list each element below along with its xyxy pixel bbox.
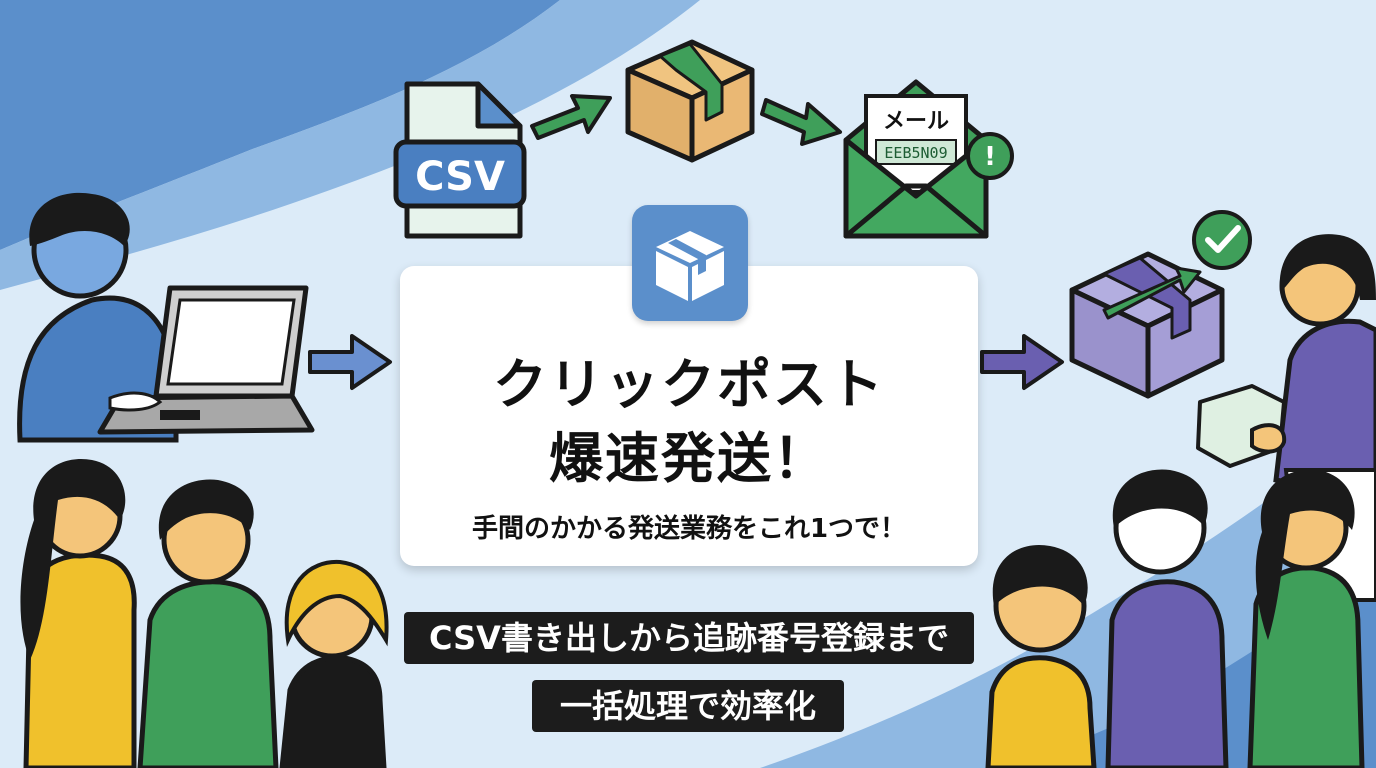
alert-icon: ! — [984, 142, 996, 172]
person-bottom-right-1 — [985, 544, 1097, 768]
csv-file-icon — [393, 81, 527, 239]
person-bottom-left-2 — [137, 479, 279, 768]
background-wave-top-left — [0, 0, 560, 250]
person-bottom-left-3 — [279, 559, 389, 768]
check-icon — [1192, 210, 1252, 270]
delivered-box-icon — [1069, 251, 1225, 399]
mail-label: メール — [883, 109, 949, 134]
background-wave-top-band — [0, 0, 700, 290]
feature-banner-2: 一括処理で効率化 — [532, 680, 844, 732]
person-bottom-right-2 — [1105, 469, 1229, 768]
page-title: クリックポスト — [493, 353, 885, 416]
page-subtitle: 手間のかかる発送業務をこれ1つで！ — [471, 514, 907, 544]
feature-banner-1: CSV書き出しから追跡番号登録まで — [404, 612, 974, 664]
cardboard-box-icon — [625, 39, 755, 163]
arrow-right-icon — [308, 334, 392, 390]
person-with-laptop — [17, 192, 315, 443]
envelope-icon — [843, 79, 1014, 239]
tracking-code: EEB5N09 — [884, 144, 947, 162]
arrow-right-icon — [980, 334, 1064, 390]
csv-label: CSV — [415, 154, 505, 200]
arrow-right-icon — [530, 94, 612, 140]
person-bottom-left-1 — [20, 458, 137, 768]
arrow-down-right-icon — [760, 98, 842, 146]
package-icon — [632, 205, 748, 321]
page-title-emphasis: 爆速発送！ — [549, 427, 829, 490]
person-bottom-right-3 — [1247, 469, 1365, 768]
